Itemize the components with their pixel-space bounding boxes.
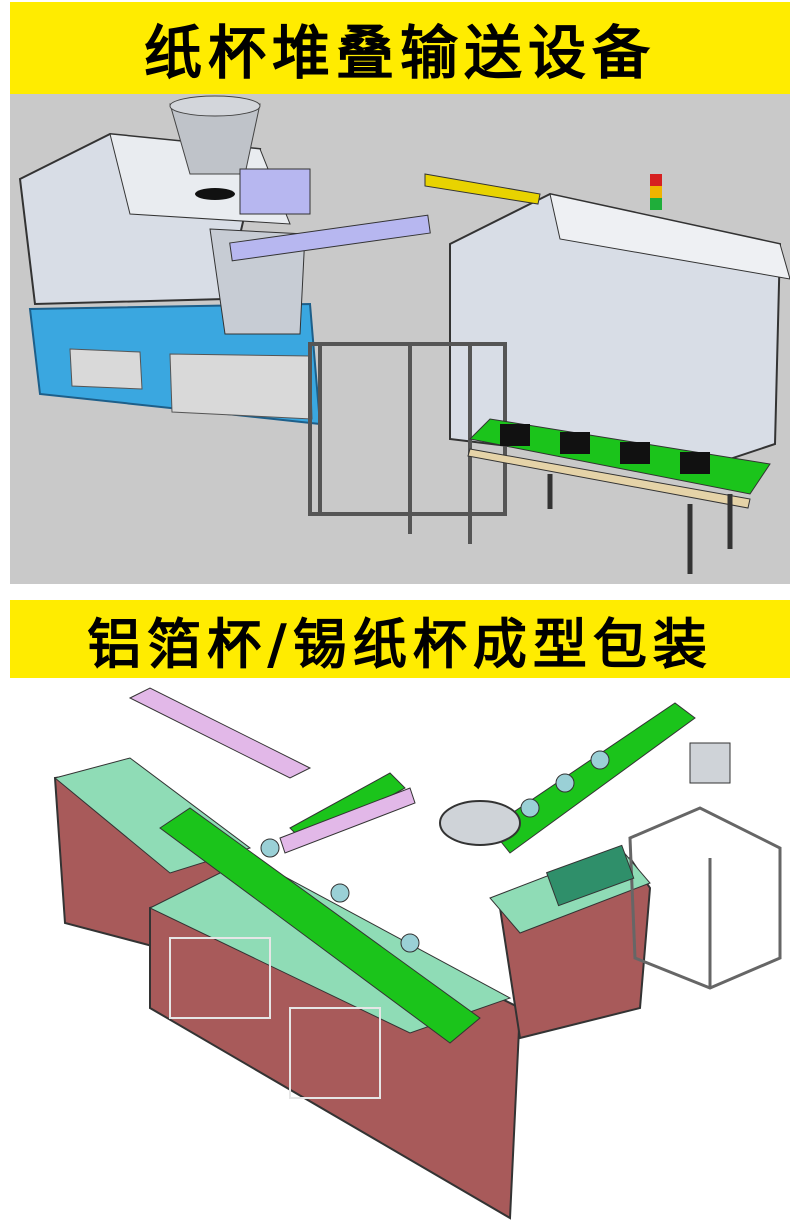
production-line-illustration: [53, 687, 782, 1220]
foil-cup-forming-line-render: [10, 678, 790, 1220]
section-title-banner: 铝箔杯/锡纸杯成型包装: [10, 600, 790, 678]
section-title: 铝箔杯/锡纸杯成型包装: [87, 612, 713, 676]
section-title: 纸杯堆叠输送设备: [143, 19, 656, 87]
cup-stacking-machine-render: [10, 94, 790, 584]
machine-illustration: [18, 95, 790, 574]
section-title-banner: 纸杯堆叠输送设备: [10, 2, 790, 94]
